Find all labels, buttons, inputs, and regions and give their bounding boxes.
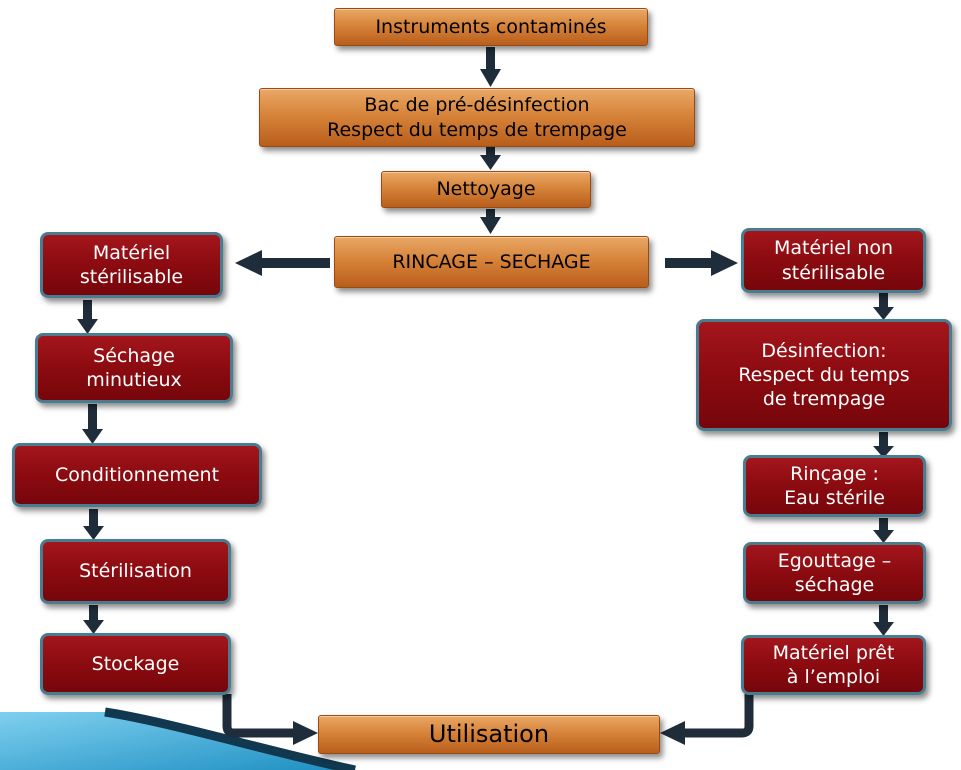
arrow-shaft-1: [486, 47, 495, 71]
arrow-shaft-l3: [89, 509, 98, 528]
arrow-head-l2: [82, 429, 103, 444]
arrow-head-r1: [873, 307, 894, 320]
arrow-head-2: [480, 155, 501, 170]
arrow-shaft-l2: [88, 404, 97, 431]
node-materiel-sterilisable: Matériel stérilisable: [40, 232, 223, 298]
elbow-materiel-pret-utilisation: [682, 694, 754, 738]
arrow-shaft-left: [260, 258, 330, 268]
node-conditionnement: Conditionnement: [12, 443, 262, 507]
arrow-shaft-l1: [83, 300, 92, 321]
arrow-shaft-3: [486, 209, 495, 219]
node-sechage-minutieux: Séchage minutieux: [35, 333, 233, 403]
arrow-shaft-right: [665, 258, 713, 268]
node-bac-pre-desinfection: Bac de pré-désinfection Respect du temps…: [259, 88, 695, 147]
node-stockage: Stockage: [40, 633, 231, 695]
arrow-head-right: [711, 250, 738, 276]
slide-accent-edge: [104, 707, 356, 770]
arrow-head-util-right: [660, 721, 685, 745]
node-sterilisation: Stérilisation: [40, 539, 231, 604]
arrow-shaft-r2: [879, 432, 888, 448]
arrow-shaft-r3: [879, 518, 888, 532]
node-rincage-sechage: RINCAGE – SECHAGE: [334, 236, 649, 288]
arrow-head-r2: [873, 446, 894, 458]
arrow-shaft-r4: [879, 605, 888, 624]
arrow-head-l4: [83, 620, 104, 634]
arrow-head-r4: [873, 622, 894, 636]
arrow-head-l3: [83, 526, 104, 540]
arrow-head-util-left: [293, 721, 318, 745]
arrow-shaft-l4: [89, 605, 98, 622]
node-materiel-non-sterilisable: Matériel non stérilisable: [741, 228, 926, 293]
node-rincage-eau-sterile: Rinçage : Eau stérile: [743, 455, 926, 517]
node-utilisation: Utilisation: [318, 715, 660, 754]
node-nettoyage: Nettoyage: [381, 171, 591, 208]
arrow-head-r3: [873, 530, 894, 543]
node-instruments-contamines: Instruments contaminés: [334, 8, 648, 46]
elbow-stockage-utilisation: [222, 694, 296, 738]
arrow-head-1: [480, 69, 501, 87]
arrow-head-l1: [77, 319, 98, 334]
slide-accent-shape: [0, 712, 355, 770]
arrow-shaft-2: [486, 147, 495, 157]
node-desinfection: Désinfection: Respect du temps de trempa…: [696, 319, 952, 431]
arrow-shaft-r1: [879, 293, 888, 309]
node-materiel-pret-emploi: Matériel prêt à l’emploi: [741, 635, 926, 695]
node-egouttage-sechage: Egouttage – séchage: [743, 542, 926, 604]
arrow-head-3: [480, 217, 501, 234]
arrow-head-left: [235, 250, 262, 276]
